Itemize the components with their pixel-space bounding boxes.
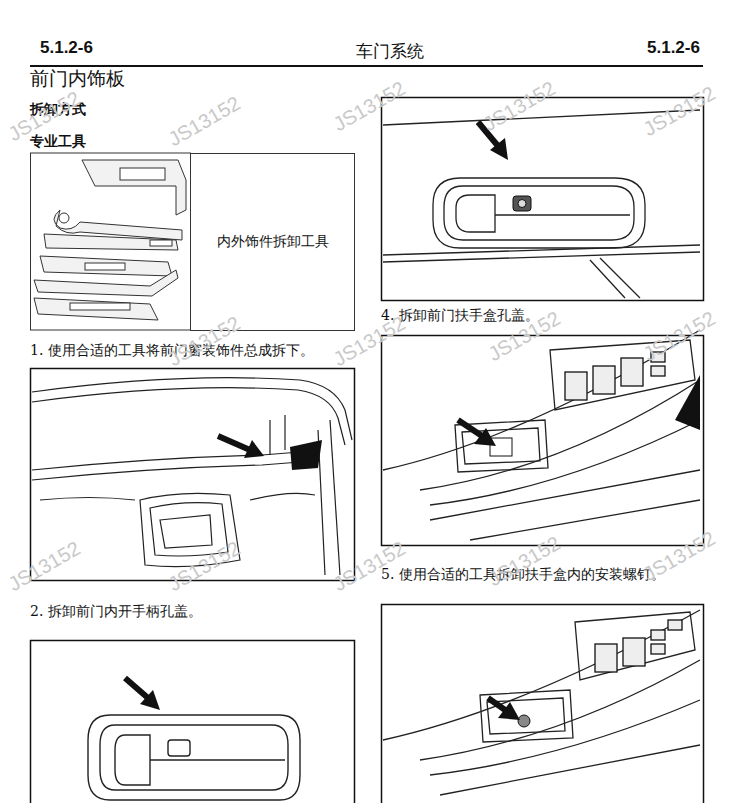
figure-frame [382,336,704,546]
watermark: JS13152 [640,527,720,586]
watermark: JS13152 [640,82,720,141]
table-border [30,153,191,154]
watermark: JS13152 [5,537,85,596]
pointer-arrow [488,698,520,720]
table-cell: 内外饰件拆卸工具 [190,153,355,331]
table-border [30,153,31,330]
door-illustration [32,378,352,575]
speaker-trim [290,440,322,470]
cell-text: 内外饰件拆卸工具 [217,233,329,251]
figure-frame [382,605,704,803]
screw-symbol [518,715,530,727]
watermark: JS13152 [165,312,245,371]
section-number: 5.1.2-6 [647,38,700,58]
page-title: 前门内饰板 [30,66,125,92]
step-text: 4. 拆卸前门扶手盒孔盖。 [381,307,539,325]
armrest-switch-panel [383,610,700,795]
section-number: 5.1.2-6 [40,38,93,58]
table-border [30,330,191,331]
handle-pocket [88,715,300,800]
watermark: JS13152 [330,312,410,371]
figure-frame [31,641,355,803]
watermark: JS13152 [330,77,410,136]
watermark: JS13152 [480,77,560,136]
watermark: JS13152 [640,307,720,366]
chapter-title: 车门系统 [356,40,424,63]
subheading: 专业工具 [30,133,86,151]
trim-edge [675,375,700,430]
pry-tools [34,160,186,320]
window-switches [595,620,682,672]
cover-plug [490,438,512,456]
pointer-arrow [458,420,496,446]
pointer-arrow [125,678,160,710]
header-rule [30,65,703,67]
pointer-arrow [218,436,264,458]
watermark: JS13152 [165,92,245,151]
screw-symbol [518,200,526,208]
step-text: 2. 拆卸前门内开手柄孔盖。 [30,603,202,621]
screw-symbol [513,196,531,211]
watermark: JS13152 [485,532,565,591]
